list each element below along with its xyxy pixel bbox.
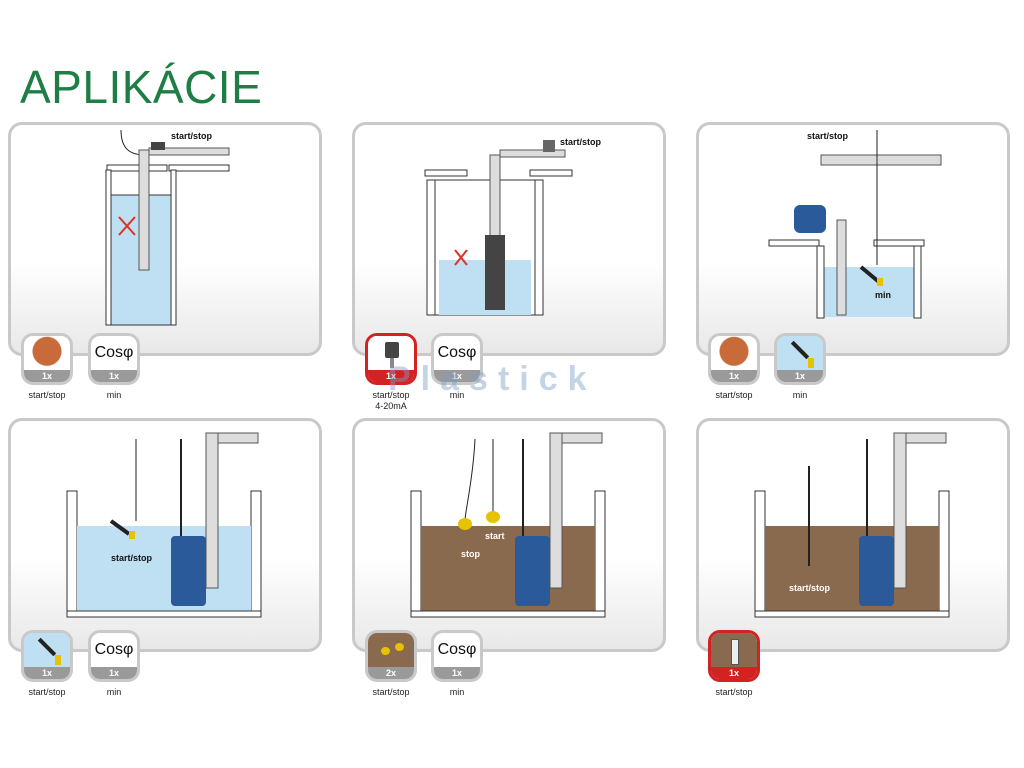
cosphi-badge: Cosφ 1x — [431, 333, 483, 385]
badge-caption: min — [106, 687, 122, 697]
badge-caption: start/stop — [715, 390, 753, 400]
application-panel-3: start/stop min — [696, 122, 1010, 356]
application-panel-2: start/stop — [352, 122, 666, 356]
pressure-sensor-badge: 1x — [365, 333, 417, 385]
float-switch-icon — [24, 633, 70, 667]
page-title: APLIKÁCIE — [20, 61, 263, 113]
panel-label: start/stop — [807, 131, 849, 141]
borehole-pump-diagram — [105, 129, 230, 326]
sewage-pump-diagram — [410, 432, 606, 618]
badge-caption: min — [449, 687, 465, 697]
cosphi-badge: Cosφ 1x — [88, 630, 140, 682]
watermark-logo: Plastick — [388, 360, 597, 398]
panel-label: start/stop — [789, 583, 831, 593]
application-panel-4: start/stop — [8, 418, 322, 652]
control-unit-icon — [711, 336, 757, 370]
badge-caption: start/stop — [372, 390, 410, 400]
float-switch-badge: 1x — [21, 630, 73, 682]
cosphi-badge: Cosφ 1x — [88, 333, 140, 385]
application-panel-5: start stop — [352, 418, 666, 652]
control-unit-icon — [24, 336, 70, 370]
ultrasonic-sensor-badge: 1x — [708, 630, 760, 682]
badge-caption: start/stop — [28, 687, 66, 697]
ultrasonic-sensor-icon — [711, 633, 757, 667]
level-sensor-pump-diagram — [754, 432, 950, 618]
badge-caption: min — [792, 390, 808, 400]
control-unit-badge: 1x — [21, 333, 73, 385]
control-unit-badge: 1x — [708, 333, 760, 385]
pressure-sensor-icon — [368, 336, 414, 370]
panel-label-2: min — [875, 290, 892, 300]
badge-caption: min — [449, 390, 465, 400]
badge-caption-2: 4-20mA — [375, 401, 407, 411]
float-switch-icon — [777, 336, 823, 370]
well-pump-diagram — [424, 140, 573, 316]
panel-label: start — [485, 531, 505, 541]
sump-pump-diagram — [66, 432, 262, 618]
double-float-badge: 2x — [365, 630, 417, 682]
float-switch-badge: 1x — [774, 333, 826, 385]
double-float-icon — [368, 633, 414, 667]
cosphi-badge: Cosφ 1x — [431, 630, 483, 682]
panel-label: start/stop — [111, 553, 153, 563]
badge-caption: start/stop — [715, 687, 753, 697]
badge-caption: min — [106, 390, 122, 400]
surface-pump-diagram — [768, 130, 942, 319]
panel-label-2: stop — [461, 549, 480, 559]
badge-caption: start/stop — [372, 687, 410, 697]
panel-label: start/stop — [171, 131, 213, 141]
panel-label: start/stop — [560, 137, 602, 147]
badge-caption: start/stop — [28, 390, 66, 400]
application-panel-6: start/stop — [696, 418, 1010, 652]
application-panel-1: start/stop — [8, 122, 322, 356]
